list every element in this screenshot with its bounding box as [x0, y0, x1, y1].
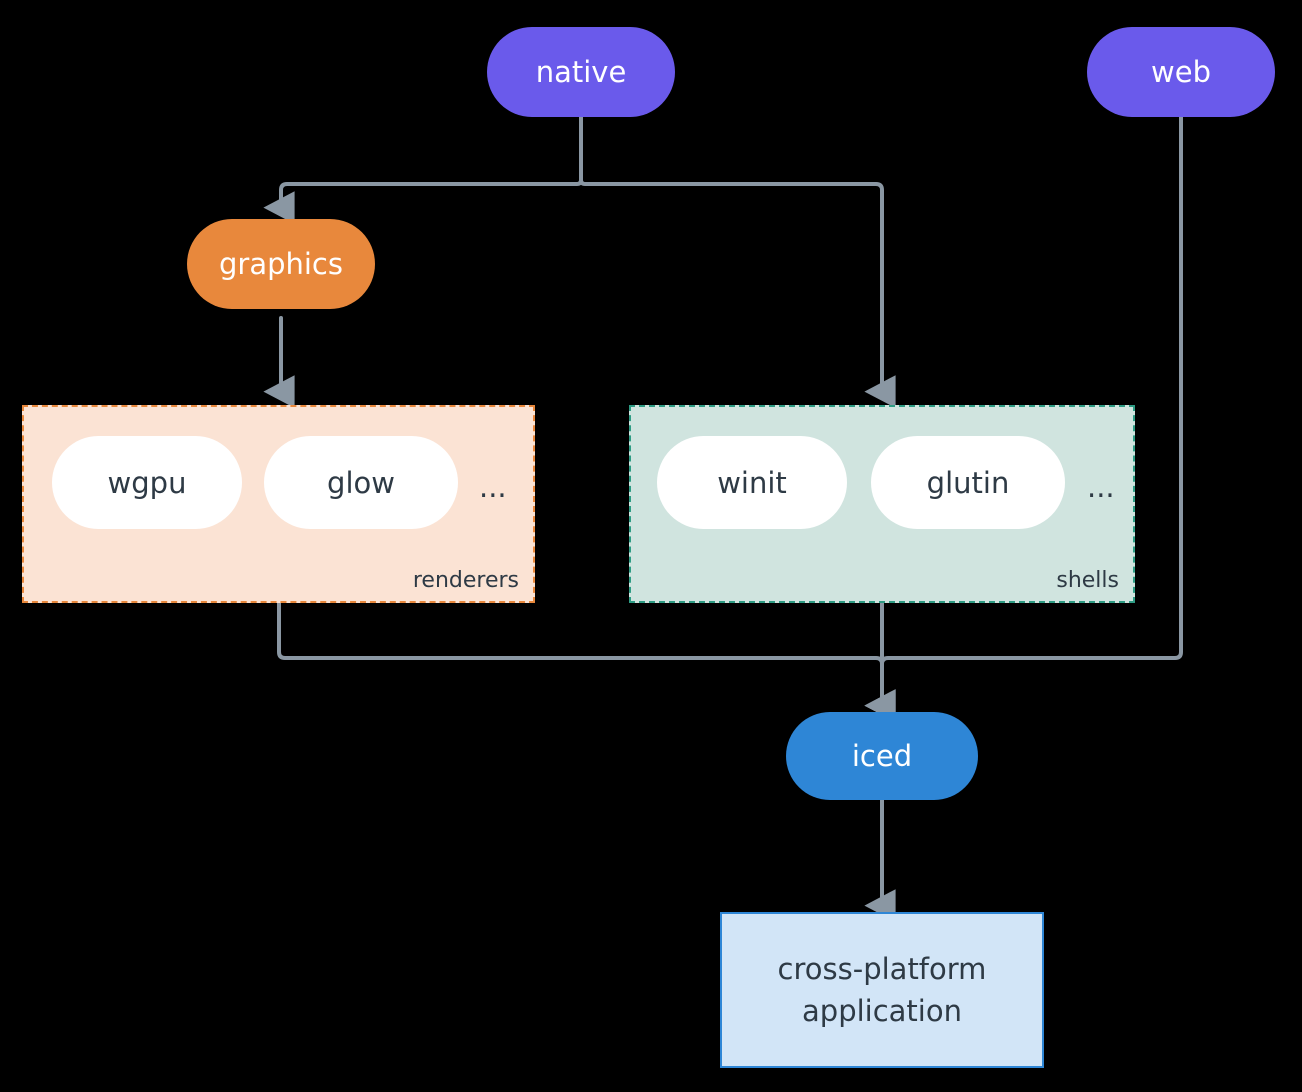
node-web[interactable]: web	[1087, 27, 1275, 117]
node-web-label: web	[1151, 54, 1211, 89]
node-iced-label: iced	[851, 738, 913, 773]
edge-native-to-shells	[579, 115, 896, 409]
edge-renderers-to-iced	[277, 601, 896, 723]
node-application-line2: application	[802, 994, 962, 1028]
leaf-glow-label: glow	[327, 465, 395, 500]
group-shells-label: shells	[1056, 568, 1119, 593]
leaf-glow[interactable]: glow	[264, 436, 458, 529]
node-native[interactable]: native	[487, 27, 675, 117]
node-iced[interactable]: iced	[786, 712, 978, 800]
leaf-glutin-label: glutin	[926, 465, 1010, 500]
group-renderers-label: renderers	[412, 568, 519, 593]
node-application-line1: cross-platform	[777, 951, 987, 986]
node-native-label: native	[535, 54, 627, 89]
group-shells: winit glutin ... shells	[629, 405, 1135, 603]
node-graphics[interactable]: graphics	[187, 219, 375, 309]
edge-web-to-iced	[864, 115, 1183, 723]
leaf-glutin[interactable]: glutin	[871, 436, 1065, 529]
edge-native-to-graphics	[263, 115, 583, 225]
leaf-winit[interactable]: winit	[657, 436, 847, 529]
leaf-wgpu[interactable]: wgpu	[52, 436, 242, 529]
leaf-wgpu-label: wgpu	[107, 465, 187, 500]
shells-more-ellipsis: ...	[1087, 470, 1115, 504]
renderers-more-ellipsis: ...	[479, 470, 507, 504]
group-renderers: wgpu glow ... renderers	[22, 405, 535, 603]
node-application[interactable]: cross-platform application	[720, 912, 1044, 1068]
leaf-winit-label: winit	[717, 465, 787, 500]
node-graphics-label: graphics	[218, 246, 343, 281]
